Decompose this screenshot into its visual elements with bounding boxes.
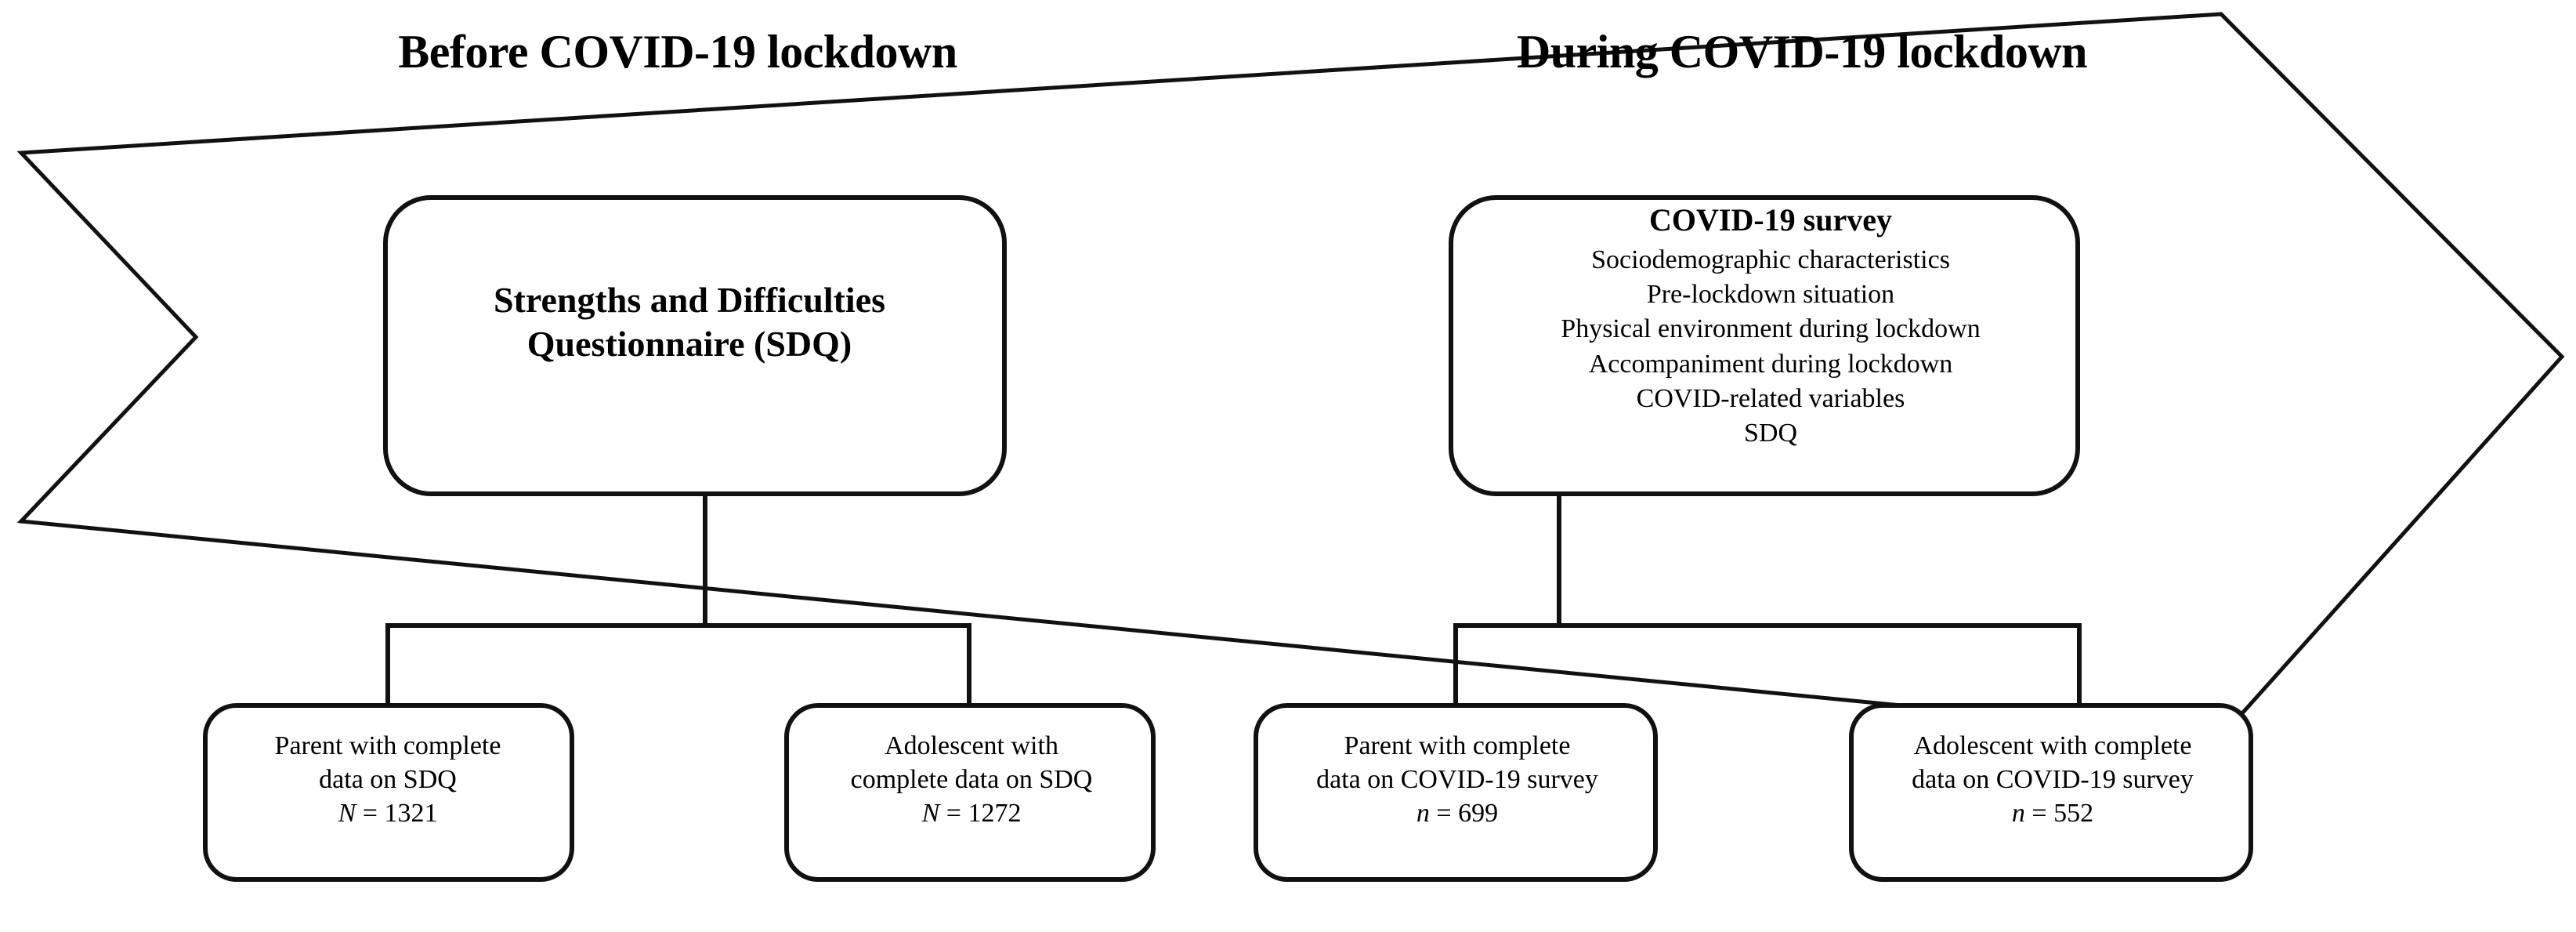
header-during-lockdown: During COVID-19 lockdown bbox=[1516, 26, 2088, 78]
outcome-box-3 bbox=[1254, 703, 1658, 882]
outcome-4-symbol: n bbox=[2011, 799, 2025, 829]
outcome-box-4 bbox=[1849, 703, 2253, 882]
outcome-3-equals: = bbox=[1429, 799, 1459, 829]
covid-survey-item-3: Physical environment during lockdown bbox=[1561, 314, 1981, 344]
outcome-3-value: 699 bbox=[1458, 799, 1499, 829]
outcome-4-value: 552 bbox=[2053, 799, 2094, 829]
outcome-1-equals: = bbox=[356, 799, 385, 829]
outcome-4-count: n = 552 bbox=[1857, 796, 2249, 830]
outcome-3-count: n = 699 bbox=[1261, 796, 1653, 830]
outcome-2-line-1: Adolescent with bbox=[885, 731, 1058, 760]
outcome-box-1 bbox=[203, 703, 574, 882]
covid-survey-title: COVID-19 survey bbox=[1649, 202, 1892, 238]
outcome-label-adolescent-covid-survey: Adolescent with complete data on COVID-1… bbox=[1857, 729, 2249, 831]
sdq-box bbox=[383, 195, 1007, 496]
outcome-2-equals: = bbox=[939, 799, 968, 829]
outcome-3-line-2: data on COVID-19 survey bbox=[1316, 765, 1598, 795]
outcome-2-value: 1272 bbox=[968, 799, 1022, 829]
header-before-lockdown: Before COVID-19 lockdown bbox=[398, 26, 957, 78]
sdq-label-line-2: Questionnaire (SDQ) bbox=[526, 324, 852, 364]
covid-survey-item-4: Accompaniment during lockdown bbox=[1588, 349, 1953, 379]
covid-survey-item-5: COVID-related variables bbox=[1636, 383, 1905, 413]
outcome-1-symbol: N bbox=[338, 799, 356, 829]
outcome-2-line-2: complete data on SDQ bbox=[850, 765, 1093, 795]
outcome-box-2 bbox=[784, 703, 1156, 882]
covid-survey-item-6: SDQ bbox=[1743, 418, 1798, 448]
outcome-label-parent-sdq: Parent with complete data on SDQ N = 132… bbox=[215, 729, 560, 831]
outcome-4-equals: = bbox=[2024, 799, 2054, 829]
outcome-label-adolescent-sdq: Adolescent with complete data on SDQ N =… bbox=[799, 729, 1144, 831]
sdq-box-label: Strengths and Difficulties Questionnaire… bbox=[392, 278, 987, 366]
covid-survey-box bbox=[1449, 195, 2080, 496]
outcome-4-line-2: data on COVID-19 survey bbox=[1912, 765, 2194, 795]
outcome-label-parent-covid-survey: Parent with complete data on COVID-19 su… bbox=[1261, 729, 1653, 831]
outcome-2-symbol: N bbox=[921, 799, 940, 829]
outcome-3-symbol: n bbox=[1416, 799, 1430, 829]
outcome-4-line-1: Adolescent with complete bbox=[1913, 731, 2192, 760]
outcome-1-count: N = 1321 bbox=[215, 796, 560, 830]
outcome-2-count: N = 1272 bbox=[799, 796, 1144, 830]
covid-survey-item-1: Sociodemographic characteristics bbox=[1591, 245, 1950, 274]
sdq-label-line-1: Strengths and Difficulties bbox=[493, 280, 886, 320]
outcome-1-line-1: Parent with complete bbox=[274, 731, 501, 760]
covid-survey-item-2: Pre-lockdown situation bbox=[1646, 280, 1895, 310]
outcome-3-line-1: Parent with complete bbox=[1344, 731, 1571, 760]
outcome-1-line-2: data on SDQ bbox=[319, 765, 457, 795]
outcome-1-value: 1321 bbox=[384, 799, 438, 829]
covid-survey-box-label: COVID-19 survey Sociodemographic charact… bbox=[1457, 200, 2084, 451]
